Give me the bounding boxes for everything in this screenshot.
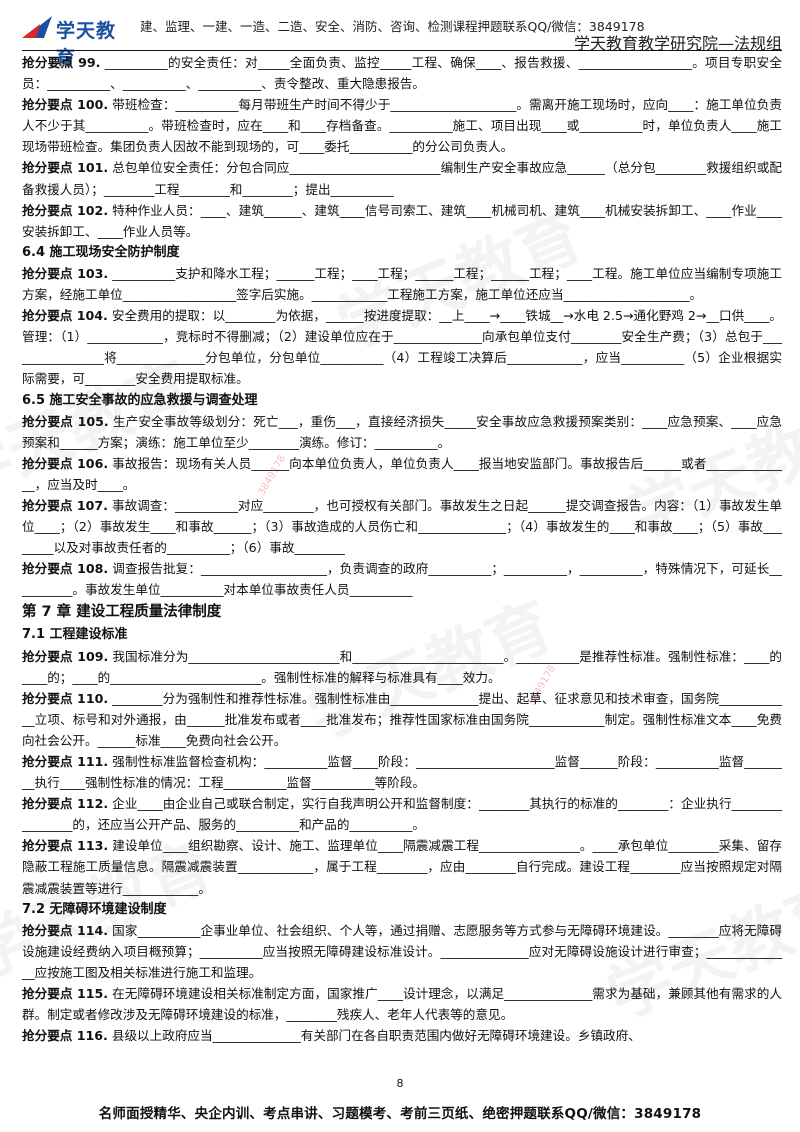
key-point-label: 抢分要点 113.: [22, 838, 109, 854]
key-point-label: 抢分要点 114.: [22, 922, 109, 938]
key-point-text: 调查报告批复：____________________，负责调查的政府_____…: [22, 561, 782, 598]
key-point-text: __________支护和降水工程；______工程；____工程；______…: [22, 265, 782, 303]
section-heading: 6.5 施工安全事故的应急救援与调查处理: [22, 392, 258, 408]
document-body: 抢分要点 99. __________的安全责任：对_____全面负责、监控__…: [22, 52, 782, 1046]
key-point-text: 事故报告：现场有关人员______向本单位负责人，单位负责人____报当地安监部…: [22, 455, 782, 492]
key-point-paragraph: 抢分要点 101. 总包单位安全责任：分包合同应________________…: [22, 157, 782, 199]
page-footer: 名师面授精华、央企内训、考点串讲、习题模考、考前三页纸、绝密押题联系QQ/微信：…: [98, 1106, 702, 1122]
key-point-text: 建设单位____组织勘察、设计、施工、监理单位____隔震减震工程_______…: [22, 838, 782, 896]
key-point-text: 特种作业人员：____、建筑______、建筑____信号司索工、建筑____机…: [22, 202, 782, 239]
key-point-paragraph: 抢分要点 110. ________分为强制性和推荐性标准。强制性标准由____…: [22, 688, 782, 751]
key-point-text: 总包单位安全责任：分包合同应________________________编制…: [22, 160, 782, 197]
section-heading: 7.2 无障碍环境建设制度: [22, 901, 167, 917]
key-point-text: 我国标准分为________________________和_________…: [22, 648, 782, 685]
key-point-text: 国家__________企事业单位、社会组织、个人等，通过捐赠、志愿服务等方式参…: [22, 922, 782, 980]
key-point-text: __________的安全责任：对_____全面负责、监控_____工程、确保_…: [22, 55, 782, 92]
key-point-label: 抢分要点 105.: [22, 413, 109, 429]
header-org: 学天教育教学研究院—法规组: [573, 34, 782, 53]
key-point-paragraph: 抢分要点 105. 生产安全事故等级划分：死亡___，重伤___，直接经济损失_…: [22, 411, 782, 453]
key-point-paragraph: 抢分要点 103. __________支护和降水工程；______工程；___…: [22, 263, 782, 305]
key-point-label: 抢分要点 103.: [22, 265, 109, 281]
key-point-text: 安全费用的提取：以________为依据，______按进度提取：__上____…: [22, 308, 783, 387]
key-point-label: 抢分要点 109.: [22, 648, 109, 664]
key-point-label: 抢分要点 111.: [22, 754, 109, 769]
key-point-paragraph: 抢分要点 107. 事故调查：__________对应________，也可授权…: [22, 495, 782, 558]
key-point-label: 抢分要点 110.: [22, 690, 109, 706]
key-point-paragraph: 抢分要点 109. 我国标准分为________________________…: [22, 646, 782, 688]
key-point-label: 抢分要点 112.: [22, 796, 109, 812]
key-point-text: 企业____由企业自己或联合制定，实行自我声明公开和监督制度：________其…: [22, 796, 782, 833]
page-header: 学天教育 建、监理、一建、一造、二造、安全、消防、咨询、检测课程押题联系QQ/微…: [22, 12, 782, 69]
key-point-label: 抢分要点 108.: [22, 561, 109, 577]
page-number: 8: [396, 1077, 404, 1090]
key-point-paragraph: 抢分要点 112. 企业____由企业自己或联合制定，实行自我声明公开和监督制度…: [22, 793, 782, 835]
chapter-heading: 第 7 章 建设工程质量法律制度: [22, 604, 222, 621]
key-point-paragraph: 抢分要点 115. 在无障碍环境建设相关标准制定方面，国家推广____设计理念，…: [22, 983, 782, 1025]
header-contact: 建、监理、一建、一造、二造、安全、消防、咨询、检测课程押题联系QQ/微信：384…: [140, 19, 645, 34]
key-point-label: 抢分要点 107.: [22, 497, 108, 513]
logo-mark-icon: [22, 16, 52, 38]
key-point-paragraph: 抢分要点 104. 安全费用的提取：以________为依据，______按进度…: [22, 305, 782, 389]
key-point-label: 抢分要点 106.: [22, 455, 109, 471]
key-point-paragraph: 抢分要点 102. 特种作业人员：____、建筑______、建筑____信号司…: [22, 200, 782, 242]
key-point-text: 事故调查：__________对应________，也可授权有关部门。事故发生之…: [22, 497, 782, 556]
key-point-label: 抢分要点 99.: [22, 55, 101, 70]
header-divider: [22, 50, 782, 51]
key-point-label: 抢分要点 116.: [22, 1028, 108, 1044]
key-point-paragraph: 抢分要点 111. 强制性标准监督检查机构：__________监督____阶段…: [22, 751, 782, 793]
key-point-label: 抢分要点 100.: [22, 97, 109, 113]
key-point-paragraph: 抢分要点 108. 调查报告批复：____________________，负责…: [22, 558, 782, 600]
key-point-text: 县级以上政府应当______________有关部门在各自职责范围内做好无障碍环…: [107, 1028, 641, 1044]
key-point-paragraph: 抢分要点 106. 事故报告：现场有关人员______向本单位负责人，单位负责人…: [22, 453, 782, 495]
section-heading: 7.1 工程建设标准: [22, 627, 128, 643]
brand-logo: 学天教育: [22, 14, 134, 69]
logo-text: 学天教育: [56, 20, 117, 69]
key-point-text: 带班检查：__________每月带班生产时间不得少于_____________…: [22, 97, 782, 155]
key-point-text: 在无障碍环境建设相关标准制定方面，国家推广____设计理念，以满足_______…: [22, 986, 782, 1023]
key-point-label: 抢分要点 104.: [22, 308, 108, 324]
key-point-text: ________分为强制性和推荐性标准。强制性标准由______________…: [22, 690, 782, 748]
key-point-paragraph: 抢分要点 116. 县级以上政府应当______________有关部门在各自职…: [22, 1025, 782, 1046]
key-point-label: 抢分要点 101.: [22, 160, 109, 176]
key-point-label: 抢分要点 102.: [22, 202, 109, 218]
key-point-paragraph: 抢分要点 113. 建设单位____组织勘察、设计、施工、监理单位____隔震减…: [22, 835, 782, 898]
key-point-paragraph: 抢分要点 114. 国家__________企事业单位、社会组织、个人等，通过捐…: [22, 920, 782, 983]
key-point-paragraph: 抢分要点 100. 带班检查：__________每月带班生产时间不得少于___…: [22, 94, 782, 157]
key-point-paragraph: 抢分要点 99. __________的安全责任：对_____全面负责、监控__…: [22, 52, 782, 94]
key-point-text: 强制性标准监督检查机构：__________监督____阶段：_________…: [22, 754, 782, 791]
section-heading: 6.4 施工现场安全防护制度: [22, 244, 180, 260]
key-point-label: 抢分要点 115.: [22, 986, 109, 1002]
key-point-text: 生产安全事故等级划分：死亡___，重伤___，直接经济损失_____安全事故应急…: [22, 413, 782, 450]
